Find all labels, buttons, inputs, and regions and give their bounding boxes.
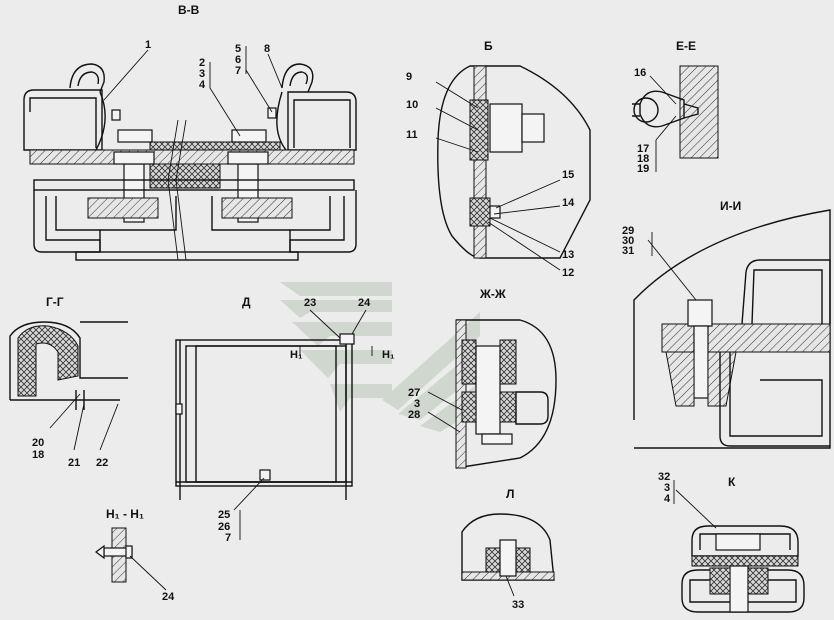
callout-24b: 24 (162, 591, 175, 603)
callout-3b: 3 (414, 398, 420, 410)
view-title-k: К (728, 475, 736, 489)
view-ii: И-И 29 30 31 (622, 199, 831, 449)
callout-5: 5 (235, 43, 241, 55)
view-l: Л 33 (461, 487, 555, 611)
label-h1-a: H₁ (290, 349, 303, 361)
callout-6: 6 (235, 54, 241, 66)
callout-12: 12 (562, 267, 574, 279)
view-title-ii: И-И (720, 199, 741, 213)
callout-9: 9 (406, 71, 412, 83)
callout-30: 30 (622, 235, 634, 247)
callout-11: 11 (406, 129, 418, 141)
view-title-d: Д (242, 295, 251, 309)
view-ee: Е-Е 16 17 18 19 (632, 39, 719, 175)
view-title-zhzh: Ж-Ж (479, 287, 506, 301)
callout-14: 14 (562, 197, 575, 209)
callout-25: 25 (218, 509, 230, 521)
view-b: Б 9 10 11 15 14 13 12 (406, 39, 591, 279)
callout-10: 10 (406, 99, 418, 111)
label-h1-b: H₁ (382, 349, 395, 361)
callout-23: 23 (304, 297, 316, 309)
callout-24: 24 (358, 297, 371, 309)
view-title-h1h1: H₁ - H₁ (106, 507, 144, 521)
view-gg: Г-Г 20 18 21 22 (9, 295, 128, 469)
callout-17: 17 (637, 143, 649, 155)
callout-3: 3 (199, 68, 205, 80)
view-title-l: Л (506, 487, 514, 501)
callout-3c: 3 (664, 482, 670, 494)
callout-4b: 4 (664, 493, 671, 505)
callout-21: 21 (68, 457, 80, 469)
callout-22: 22 (96, 457, 108, 469)
view-title-gg: Г-Г (46, 295, 64, 309)
callout-33: 33 (512, 599, 524, 611)
callout-4: 4 (199, 79, 206, 91)
callout-26: 26 (218, 521, 230, 533)
callout-2: 2 (199, 57, 205, 69)
view-h1h1: H₁ - H₁ 24 (95, 507, 175, 603)
callout-7: 7 (235, 65, 241, 77)
view-zhzh: Ж-Ж 27 3 28 (408, 287, 557, 469)
callout-27: 27 (408, 387, 420, 399)
callout-28: 28 (408, 409, 420, 421)
view-title-vv: В-В (178, 3, 200, 17)
callout-20: 20 (32, 437, 44, 449)
callout-19: 19 (637, 163, 649, 175)
callout-13: 13 (562, 249, 574, 261)
view-title-b: Б (484, 39, 493, 53)
view-title-ee: Е-Е (676, 39, 696, 53)
view-vv: В-В (23, 3, 357, 261)
callout-32: 32 (658, 471, 670, 483)
callout-7b: 7 (225, 532, 231, 544)
view-d: Д 23 24 H₁ H₁ 25 26 7 (175, 295, 395, 544)
callout-31: 31 (622, 245, 634, 257)
callout-18b: 18 (32, 449, 44, 461)
callout-16: 16 (634, 67, 646, 79)
callout-15: 15 (562, 169, 574, 181)
callout-1: 1 (145, 39, 151, 51)
callout-18: 18 (637, 153, 649, 165)
callout-29: 29 (622, 225, 634, 237)
view-k: К 32 3 4 (658, 471, 805, 613)
callout-8: 8 (264, 43, 270, 55)
